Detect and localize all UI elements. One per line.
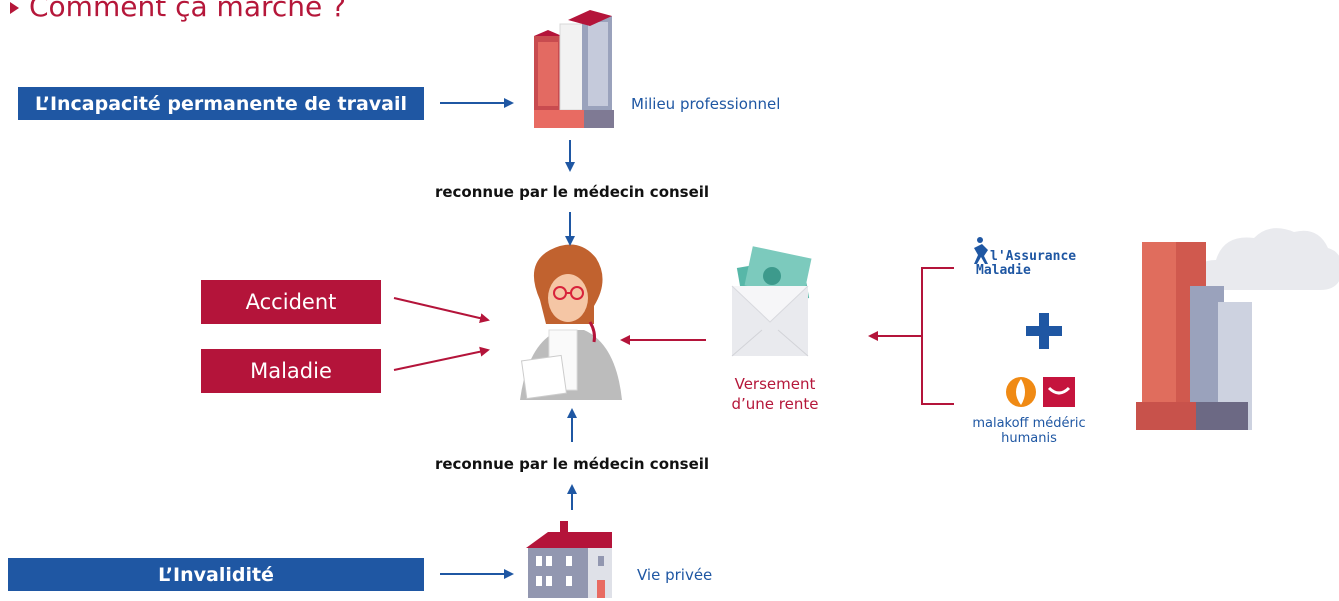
malakoff-line-2: humanis (1001, 431, 1057, 446)
tower-building-icon (1136, 242, 1252, 430)
money-envelope-icon (731, 246, 812, 357)
assurance-maladie-line-1: l'Assurance (990, 249, 1077, 264)
invalidite-box: L’Invalidité (8, 558, 424, 591)
assurance-maladie-line-2: Maladie (976, 263, 1031, 278)
malakoff-line-1: malakoff médéric (972, 416, 1086, 431)
versement-line-2: d’une rente (731, 395, 819, 413)
flow-arrows-blue (440, 98, 577, 579)
versement-label: Versement d’une rente (710, 374, 840, 414)
office-building-icon (534, 10, 614, 128)
plus-icon (1026, 313, 1062, 349)
page-title-text: Comment ça marche ? (29, 0, 346, 23)
page-title: Comment ça marche ? (10, 0, 346, 23)
caret-right-icon (10, 2, 19, 14)
malakoff-logo-text: malakoff médéric humanis (964, 416, 1094, 446)
reconnue-top-label: reconnue par le médecin conseil (434, 183, 710, 201)
incapacite-box: L’Incapacité permanente de travail (18, 87, 424, 120)
assurance-maladie-logo-icon (974, 237, 988, 264)
maladie-box: Maladie (201, 349, 381, 393)
vie-privee-label: Vie privée (637, 566, 713, 584)
versement-line-1: Versement (734, 375, 816, 393)
malakoff-logo-icon (1006, 377, 1075, 407)
cloud-icon (1196, 228, 1339, 290)
woman-doctor-icon (520, 244, 622, 400)
assurance-maladie-logo: l'Assurance Maladie (976, 249, 1077, 278)
accident-box: Accident (201, 280, 381, 324)
house-icon (526, 521, 612, 598)
reconnue-bottom-label: reconnue par le médecin conseil (434, 455, 710, 473)
flow-arrows-red (393, 267, 954, 405)
milieu-professionnel-label: Milieu professionnel (631, 95, 781, 113)
